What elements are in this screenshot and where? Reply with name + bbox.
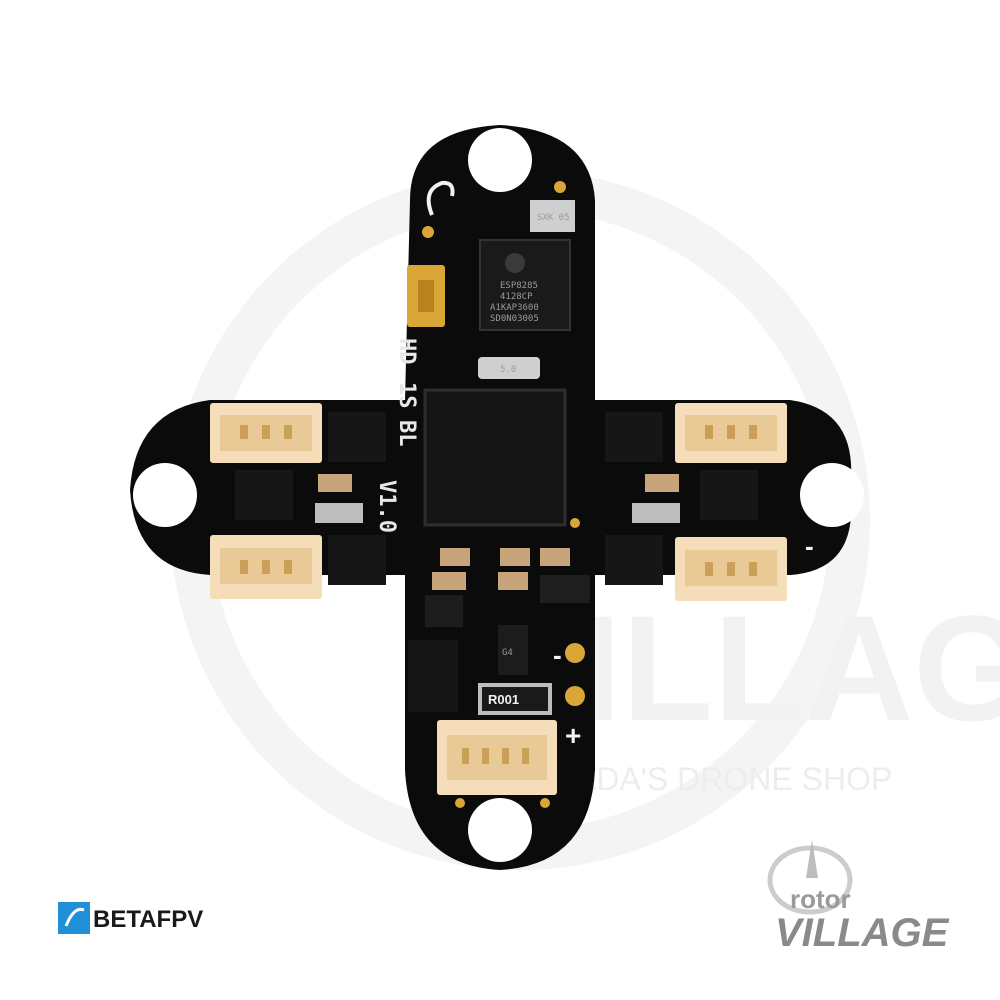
mcu-label-2: 4128CP [500, 292, 533, 302]
fc-processor-chip [423, 388, 567, 527]
inductor [498, 625, 528, 675]
capacitor [315, 503, 363, 523]
motor-connector-bottom-left [210, 535, 322, 599]
mosfet [328, 412, 386, 462]
regulator-label: G4 [502, 648, 513, 658]
crystal-oscillator [478, 357, 540, 379]
watermark-sub-text: ADA'S DRONE SHOP [575, 761, 892, 797]
mosfet [235, 470, 293, 520]
bottom-4pin-connector [437, 720, 557, 795]
crystal-label: 5.0 [500, 365, 516, 375]
mcu-label-1: ESP8285 [500, 281, 538, 291]
mcu-label-3: A1KAP3600 [490, 303, 539, 313]
power-inductor [408, 640, 458, 712]
label-hd: HD [394, 338, 419, 365]
rotor-village-ring [767, 845, 853, 915]
capacitor [498, 572, 528, 590]
mcu-logo [505, 253, 525, 273]
capacitor [440, 548, 470, 566]
mount-hole-bottom [468, 798, 532, 862]
pad-gold [570, 518, 580, 528]
capacitor [645, 474, 679, 492]
imu-label: SXK 05 [537, 213, 570, 223]
side-minus-label: - [805, 531, 814, 561]
mosfet [605, 412, 663, 462]
betafpv-logo-text: BETAFPV [93, 906, 203, 933]
mosfet [700, 470, 758, 520]
pad-gold [554, 181, 566, 193]
propeller-icon [806, 840, 818, 878]
mount-hole-top [468, 128, 532, 192]
motor-connector-top-left [210, 403, 322, 463]
ic-chip [425, 595, 463, 627]
capacitor [432, 572, 466, 590]
power-pad-plus [565, 686, 585, 706]
betafpv-logo: BETAFPV [58, 902, 203, 934]
shunt-resistor [478, 683, 552, 715]
capacitor [632, 503, 680, 523]
mount-hole-left [133, 463, 197, 527]
imu-chip [530, 200, 575, 232]
motor-connector-bottom-right [675, 537, 787, 601]
regulator-chip [540, 575, 590, 603]
rotor-village-line1: rotor [790, 884, 851, 914]
flight-controller-board: SXK 05 ESP8285 4128CP A1KAP3600 SD0N0300… [130, 125, 864, 870]
mcu-label-4: SD0N03005 [490, 314, 539, 324]
pcb-logo-mark [426, 180, 455, 216]
mosfet [605, 535, 663, 585]
power-pad-minus [565, 643, 585, 663]
label-bl: BL [394, 420, 419, 447]
capacitor [540, 548, 570, 566]
mosfet [328, 535, 386, 585]
radio-mcu-chip [479, 239, 571, 331]
mount-hole-right [800, 463, 864, 527]
label-version: V1.0 [374, 480, 399, 533]
resistor-label: R001 [488, 692, 519, 707]
betafpv-logo-box [58, 902, 90, 934]
pad-gold [422, 226, 434, 238]
betafpv-logo-icon [64, 907, 85, 927]
antenna-ufl-center [418, 280, 434, 312]
label-1s: 1S [394, 382, 419, 409]
pad-plus-label: + [565, 720, 581, 751]
pad-gold [455, 798, 465, 808]
capacitor [500, 548, 530, 566]
motor-connector-top-right [675, 403, 787, 463]
rotor-village-line2: VILLAGE [775, 911, 950, 955]
pad-minus-label: - [553, 640, 562, 670]
pad-gold [540, 798, 550, 808]
rotor-village-logo: rotor VILLAGE [767, 840, 950, 955]
capacitor [318, 474, 352, 492]
